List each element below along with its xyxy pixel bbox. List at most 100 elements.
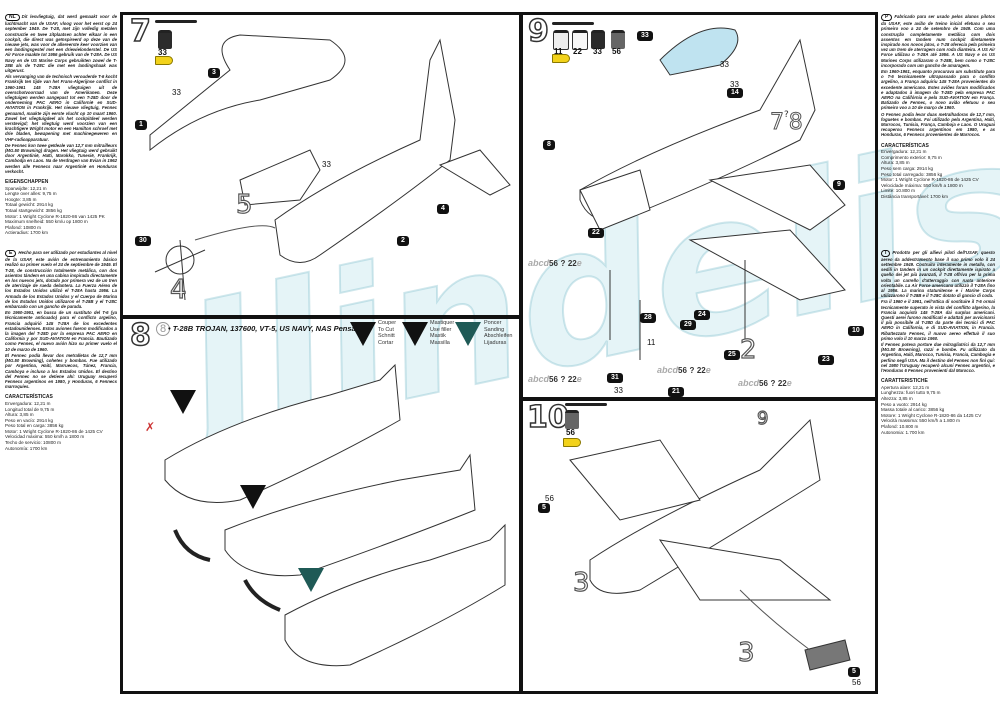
option-letters: abcd (657, 365, 679, 375)
spec-line: Autonomia: 1.700 km (881, 429, 925, 435)
part-tag: 4 (437, 204, 449, 214)
aircraft-variant-header: • T-28B TROJAN, 137600, VT-5, US NAVY, N… (168, 324, 371, 333)
spec-line: Limite: 10.800 m (881, 188, 915, 194)
part-tag: 5 (538, 503, 550, 513)
specs-title: CARATTERISTICHE (881, 378, 928, 385)
paint-pot-icon (611, 30, 625, 49)
spec-line: Motor: 1 Wright Cyclone R-1820-86 de 142… (5, 428, 103, 434)
option-from: 56 (759, 379, 768, 388)
paragraph: El Fennec podía llevar dos metralletas d… (5, 352, 117, 390)
spec-line: Altezza: 3,85 m (881, 396, 913, 402)
paint-number: 22 (573, 47, 582, 56)
glue-icon (155, 56, 173, 65)
paint-number: 56 (612, 47, 621, 56)
variant-badge: 8 (156, 322, 170, 336)
spec-line: Longitud total de 9,75 m (5, 406, 55, 412)
paint-callout: 33 (172, 88, 181, 97)
wing-step10-left-drawing (569, 439, 701, 521)
part-tag: 5 (848, 667, 860, 677)
part-tag: 10 (848, 326, 864, 336)
step-reference: 7?8 (770, 110, 804, 136)
legend-line: Poncer (484, 320, 502, 326)
legend-filler: Mastiquer Use filler Mastik Massilla (430, 320, 454, 346)
part-tag: 31 (607, 373, 623, 383)
spec-line: Hoogte: 3,85 m (5, 196, 37, 202)
subassembly-number: 3 (572, 567, 590, 598)
fuselage-step8-a-drawing (164, 363, 401, 503)
part-tag: 14 (727, 88, 743, 98)
paint-pot-icon (591, 30, 605, 49)
paragraph: Fra il 1960 e il 1961, nell'ottica di so… (881, 299, 995, 341)
sand-icon (298, 568, 324, 592)
part-tag: 9 (833, 180, 845, 190)
part-tag: 33 (637, 31, 653, 41)
specs-title: CARACTERÍSTICAS (5, 394, 53, 401)
spec-line: Peso total carregado: 3856 kg (881, 171, 943, 177)
subassembly-number: 3 (737, 637, 755, 668)
legend-line: To Cut (378, 326, 394, 333)
specs-nl: EIGENSCHAPPEN Spanwijdte: 12,21 m Lengte… (5, 179, 117, 236)
paint-number: 33 (158, 48, 167, 57)
legend-line: Massilla (430, 339, 450, 346)
paragraph: Dit lesvliegtuig, dat werd gemaakt voor … (5, 14, 117, 74)
legend-line: Mastik (430, 333, 446, 339)
spec-line: Envergadura: 12,21 m (881, 149, 927, 155)
option-mark: ? (689, 366, 695, 375)
paragraph: Il Fennec poteva portare due mitragliatr… (881, 342, 995, 374)
fuselage-step8-b-drawing (224, 453, 476, 577)
subassembly-number: 4 (169, 274, 187, 305)
spec-line: Totaal gewicht: 2914 kg (5, 202, 54, 208)
brush-icon (565, 403, 607, 406)
spec-line: Massa totale al carico: 3856 kg (881, 407, 945, 413)
option-letters: abcd (528, 374, 550, 384)
paint-callout: 56 (545, 494, 554, 503)
spec-line: Motor: 1 Wright Cyclone R-1820-86 van 14… (5, 213, 105, 219)
paint-number: 56 (566, 428, 575, 437)
cut-icon (350, 322, 376, 346)
spec-line: Maximum snelheid: 550 km/u op 1800 m (5, 219, 88, 225)
part-tag: 24 (694, 310, 710, 320)
spec-line: Lunghezza: fuori tutto 9,75 m (881, 390, 941, 396)
part-tag: 2 (397, 236, 409, 246)
paint-callout: 33 (322, 160, 331, 169)
paint-pot-icon (553, 30, 569, 50)
fuselage-step8-c-drawing (284, 523, 506, 667)
spec-line: Peso sem carga: 2914 kg (881, 166, 934, 172)
glue-icon (552, 54, 570, 63)
part-tag: 29 (680, 320, 696, 330)
paint-pot-icon (572, 30, 588, 50)
wing-right-lower-drawing (688, 229, 846, 301)
tank-drawing (804, 639, 851, 671)
option-suffix: e (705, 365, 711, 375)
no-filler-icon: ✗ (145, 420, 156, 434)
propeller-blade-drawing (154, 239, 206, 301)
part-tag: 23 (818, 355, 834, 365)
legend-line: Sanding (484, 326, 505, 333)
wing-step10-right-drawing (658, 539, 832, 601)
spec-line: Totaal startgewicht: 3856 kg (5, 208, 62, 214)
spec-line: Velocità massima: 550 km/h a 1.800 m (881, 418, 960, 424)
specs-title: CARACTERÍSTICAS (881, 142, 929, 149)
legend-line: Schnitt (378, 333, 395, 339)
paint-callout: 33 (720, 60, 729, 69)
paint-callout: 33 (614, 386, 623, 395)
paragraph: Em 1960-1961, enquanto procurava um subs… (881, 69, 995, 111)
cockpit-tub-drawing (239, 149, 321, 206)
option-mark: ? (560, 259, 566, 268)
paint-callout: 33 (730, 80, 739, 89)
specs-title: EIGENSCHAPPEN (5, 179, 49, 186)
option-suffix: e (576, 374, 582, 384)
part-callout: 11 (647, 338, 656, 347)
option-letters: abcd (528, 258, 550, 268)
spec-line: Peso a vuoto: 2914 kg (881, 401, 927, 407)
part-tag: 8 (543, 140, 555, 150)
paragraph: O Fennec podia levar duas metralhadoras … (881, 111, 995, 138)
step-ref-to: 8 (788, 110, 803, 136)
paragraph: Hecho para ser utilizado por estudiantes… (5, 250, 117, 310)
part-tag: 25 (724, 350, 740, 360)
step-ref-from: 7 (770, 110, 785, 136)
